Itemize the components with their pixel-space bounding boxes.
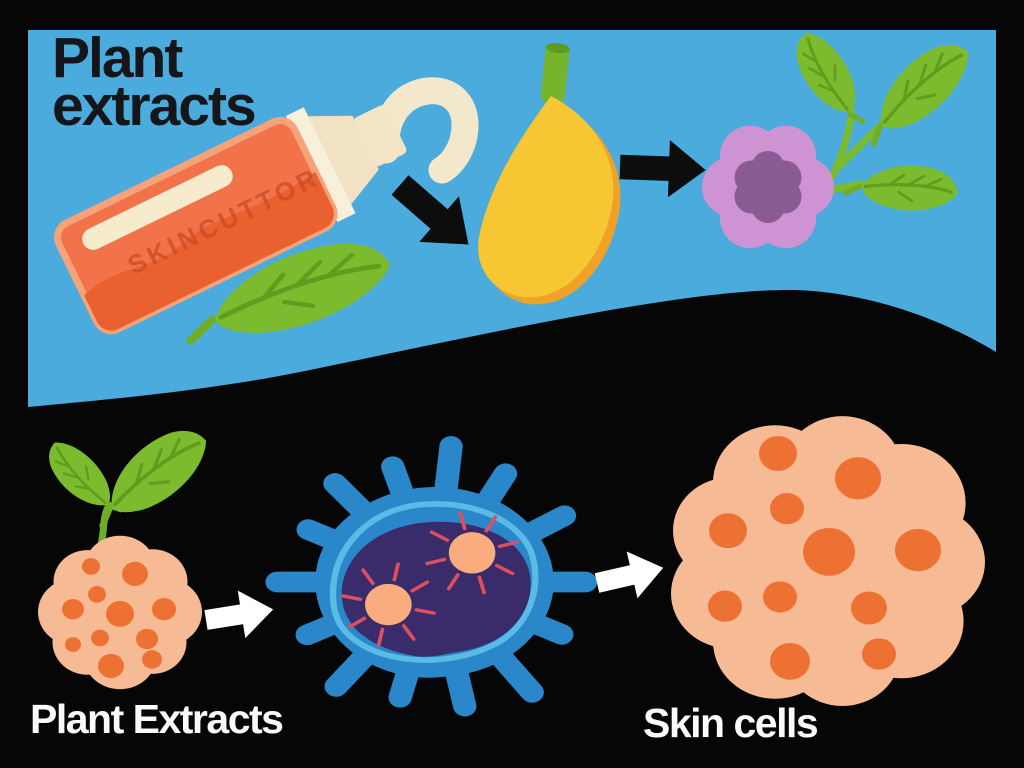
tube-wave — [84, 171, 340, 337]
skin-cell-dots — [708, 435, 941, 680]
tube-end-strip — [285, 107, 356, 223]
cell-membrane-outline — [329, 501, 539, 663]
title-line-2: extracts — [52, 74, 257, 139]
banana-stem-cap — [545, 43, 570, 54]
flower-center — [734, 151, 802, 223]
skin-cell-blob — [671, 416, 985, 706]
plant-extracts-label: Plant Extracts — [30, 696, 284, 742]
skin-cells-label: Skin cells — [643, 700, 819, 746]
cream-tube — [54, 105, 407, 337]
extract-dots — [62, 558, 176, 679]
plant-extract-blob — [38, 535, 202, 690]
cream-squeeze — [372, 77, 479, 184]
flower — [702, 125, 834, 249]
leaf-sprig — [38, 416, 220, 549]
banana-body — [478, 96, 614, 298]
tube-nozzle — [353, 105, 407, 167]
page-title: Plant extracts — [52, 26, 257, 139]
white-arrow-right-icon — [202, 585, 277, 644]
banana-stem — [540, 44, 570, 104]
title-line-1: Plant — [52, 26, 183, 90]
leaf-icon — [38, 431, 128, 528]
tube-highlight — [82, 165, 233, 250]
flower-with-leaves — [702, 24, 983, 249]
cell-with-actives — [265, 436, 598, 717]
tube-shoulder — [305, 115, 379, 207]
banana — [478, 43, 621, 305]
white-arrow-right-icon — [591, 544, 669, 607]
